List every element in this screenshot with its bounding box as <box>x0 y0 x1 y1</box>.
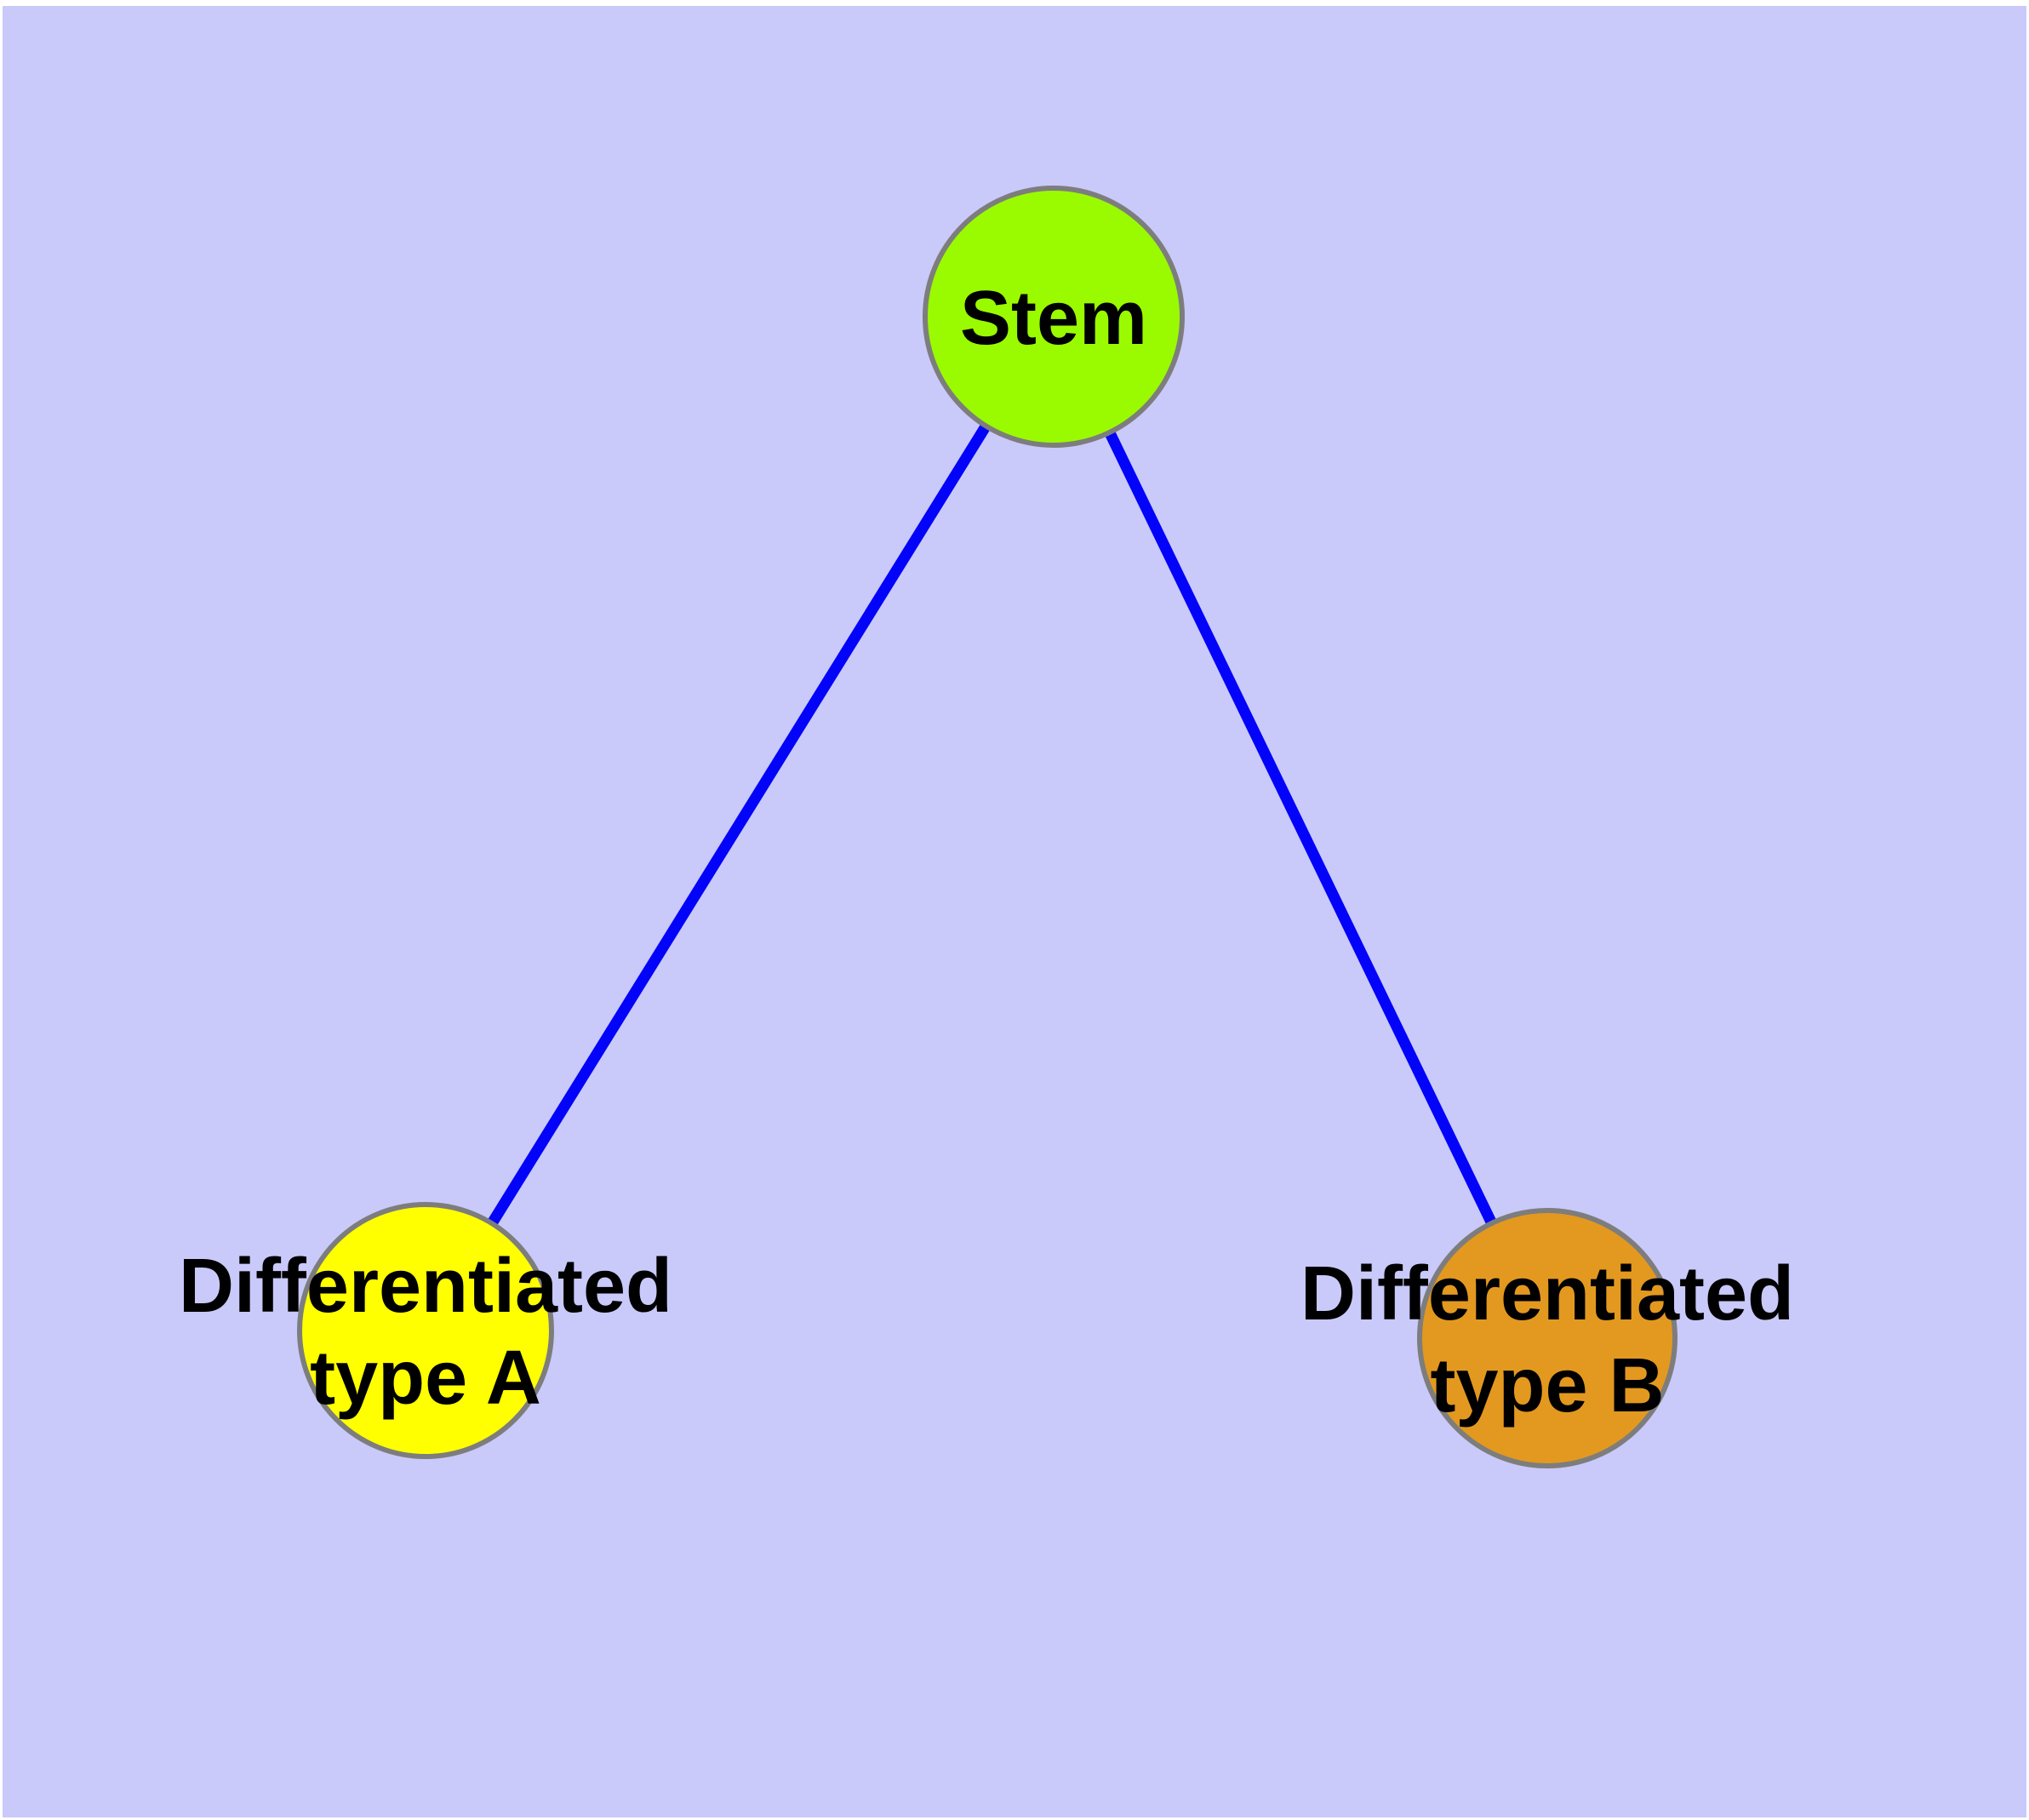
node-label-type-a-line1: Differentiated <box>179 1244 672 1329</box>
node-label-type-b-line2: type B <box>1430 1343 1664 1428</box>
node-type-a <box>297 1202 554 1459</box>
node-type-b <box>1417 1208 1677 1468</box>
edge-stem-to-type-b <box>1049 314 1552 1341</box>
node-label-type-a-line2: type A <box>310 1336 541 1421</box>
node-label-stem: Stem <box>960 276 1147 361</box>
edge-stem-to-type-a <box>420 313 1059 1334</box>
node-stem <box>923 186 1185 448</box>
node-label-type-b-line1: Differentiated <box>1300 1251 1794 1336</box>
